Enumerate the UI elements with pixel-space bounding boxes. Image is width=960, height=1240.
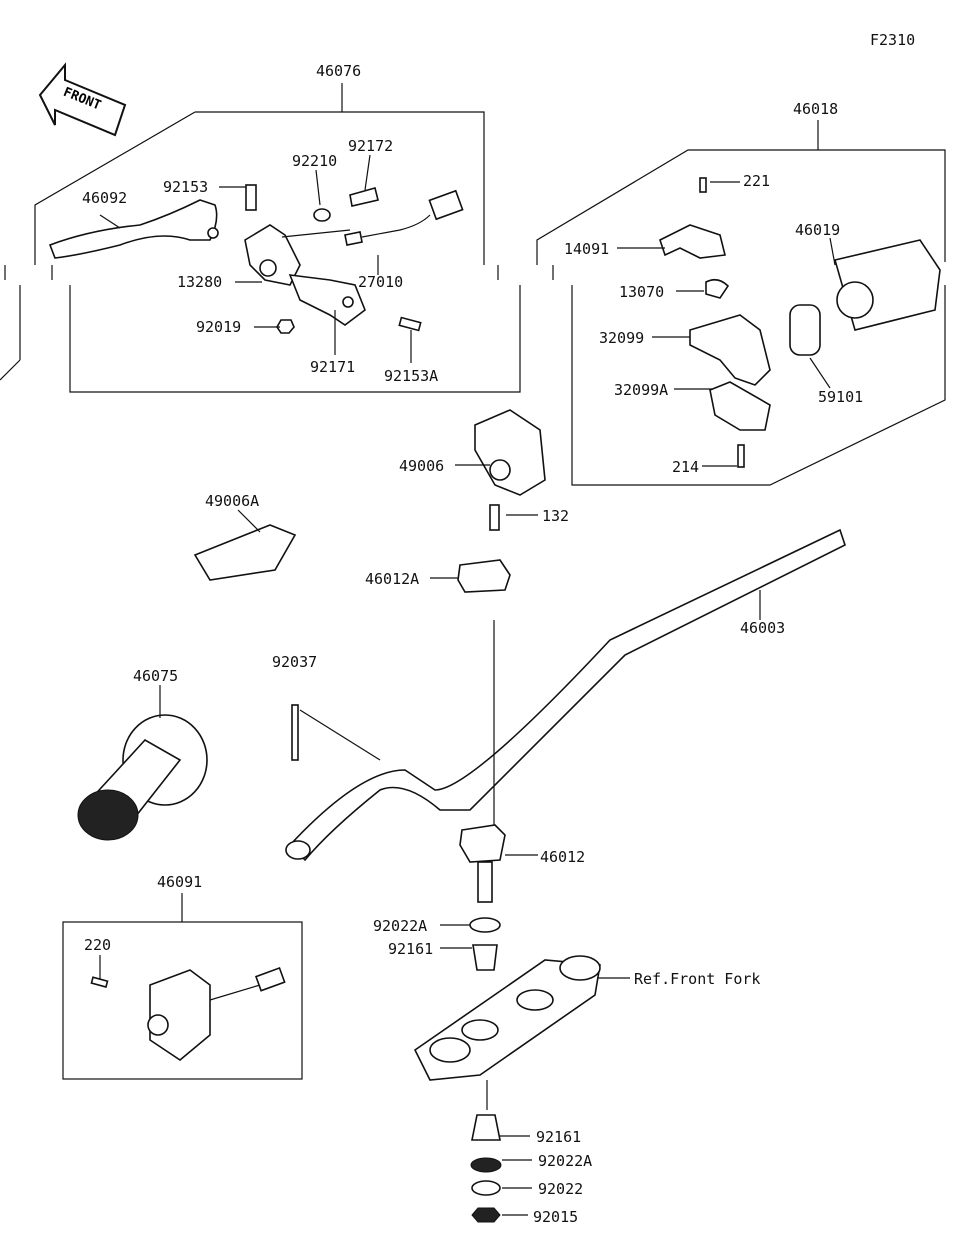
label-46076: 46076 xyxy=(316,62,361,80)
label-13280: 13280 xyxy=(177,273,222,291)
label-59101: 59101 xyxy=(818,388,863,406)
label-46092: 46092 xyxy=(82,189,127,207)
clutch-lever-group xyxy=(0,83,521,393)
label-92161-bottom: 92161 xyxy=(536,1128,581,1146)
label-13070: 13070 xyxy=(619,283,664,301)
triple-clamp-group xyxy=(413,917,630,1223)
label-92153: 92153 xyxy=(163,178,208,196)
switch-group xyxy=(62,893,303,1080)
label-46003: 46003 xyxy=(740,619,785,637)
label-92172: 92172 xyxy=(348,137,393,155)
label-92171: 92171 xyxy=(310,358,355,376)
label-92153A: 92153A xyxy=(384,367,438,385)
label-32099: 32099 xyxy=(599,329,644,347)
label-46019: 46019 xyxy=(795,221,840,239)
label-92161-top: 92161 xyxy=(388,940,433,958)
label-14091: 14091 xyxy=(564,240,609,258)
label-49006A: 49006A xyxy=(205,492,259,510)
label-92022: 92022 xyxy=(538,1180,583,1198)
label-92022A-bottom: 92022A xyxy=(538,1152,592,1170)
front-arrow-icon: FRONT xyxy=(38,62,127,137)
label-92037: 92037 xyxy=(272,653,317,671)
ref-front-fork: Ref.Front Fork xyxy=(634,970,760,988)
diagram-code: F2310 xyxy=(870,31,915,49)
label-221: 221 xyxy=(743,172,770,190)
label-220: 220 xyxy=(84,936,111,954)
label-32099A: 32099A xyxy=(614,381,668,399)
label-132: 132 xyxy=(542,507,569,525)
label-46018: 46018 xyxy=(793,100,838,118)
label-46012: 46012 xyxy=(540,848,585,866)
label-46075: 46075 xyxy=(133,667,178,685)
label-27010: 27010 xyxy=(358,273,403,291)
label-49006: 49006 xyxy=(399,457,444,475)
handlebar-group xyxy=(77,409,846,903)
label-92022A-top: 92022A xyxy=(373,917,427,935)
label-214: 214 xyxy=(672,458,699,476)
throttle-group xyxy=(536,120,946,486)
label-46091: 46091 xyxy=(157,873,202,891)
label-46012A: 46012A xyxy=(365,570,419,588)
label-92019: 92019 xyxy=(196,318,241,336)
label-92015: 92015 xyxy=(533,1208,578,1226)
label-92210: 92210 xyxy=(292,152,337,170)
